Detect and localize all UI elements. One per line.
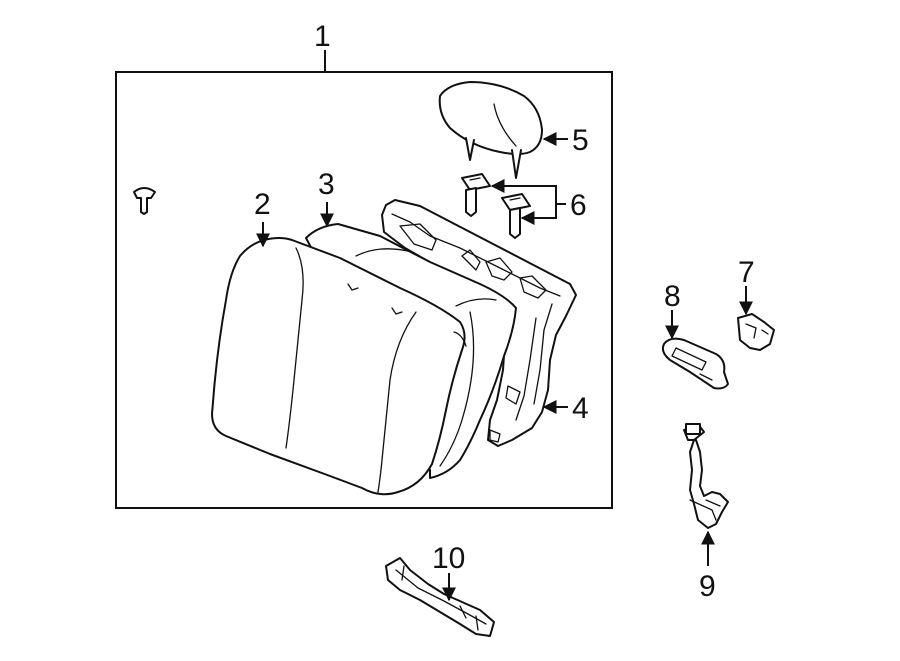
- callout-2: 2: [254, 188, 271, 221]
- seat-back-cover: [211, 237, 467, 496]
- callout-5: 5: [572, 124, 589, 157]
- headrest-guide-2: [501, 193, 531, 239]
- callout-4: 4: [572, 392, 589, 425]
- headrest-guide-1: [461, 173, 491, 217]
- assembly-frame: [115, 71, 613, 509]
- seat-belt-buckle: [683, 423, 729, 529]
- latch-bracket: [661, 337, 729, 390]
- leader-6b: [520, 204, 557, 225]
- headrest: [438, 81, 543, 179]
- callout-1: 1: [314, 20, 331, 53]
- latch-cover: [737, 313, 775, 351]
- callout-10: 10: [432, 542, 465, 575]
- leader-6: [490, 179, 566, 205]
- callout-6: 6: [570, 189, 587, 222]
- callout-9: 9: [699, 570, 716, 603]
- push-pin-clip: [133, 187, 156, 215]
- callout-3: 3: [318, 168, 335, 201]
- callout-8: 8: [664, 280, 681, 313]
- callout-7: 7: [738, 256, 755, 289]
